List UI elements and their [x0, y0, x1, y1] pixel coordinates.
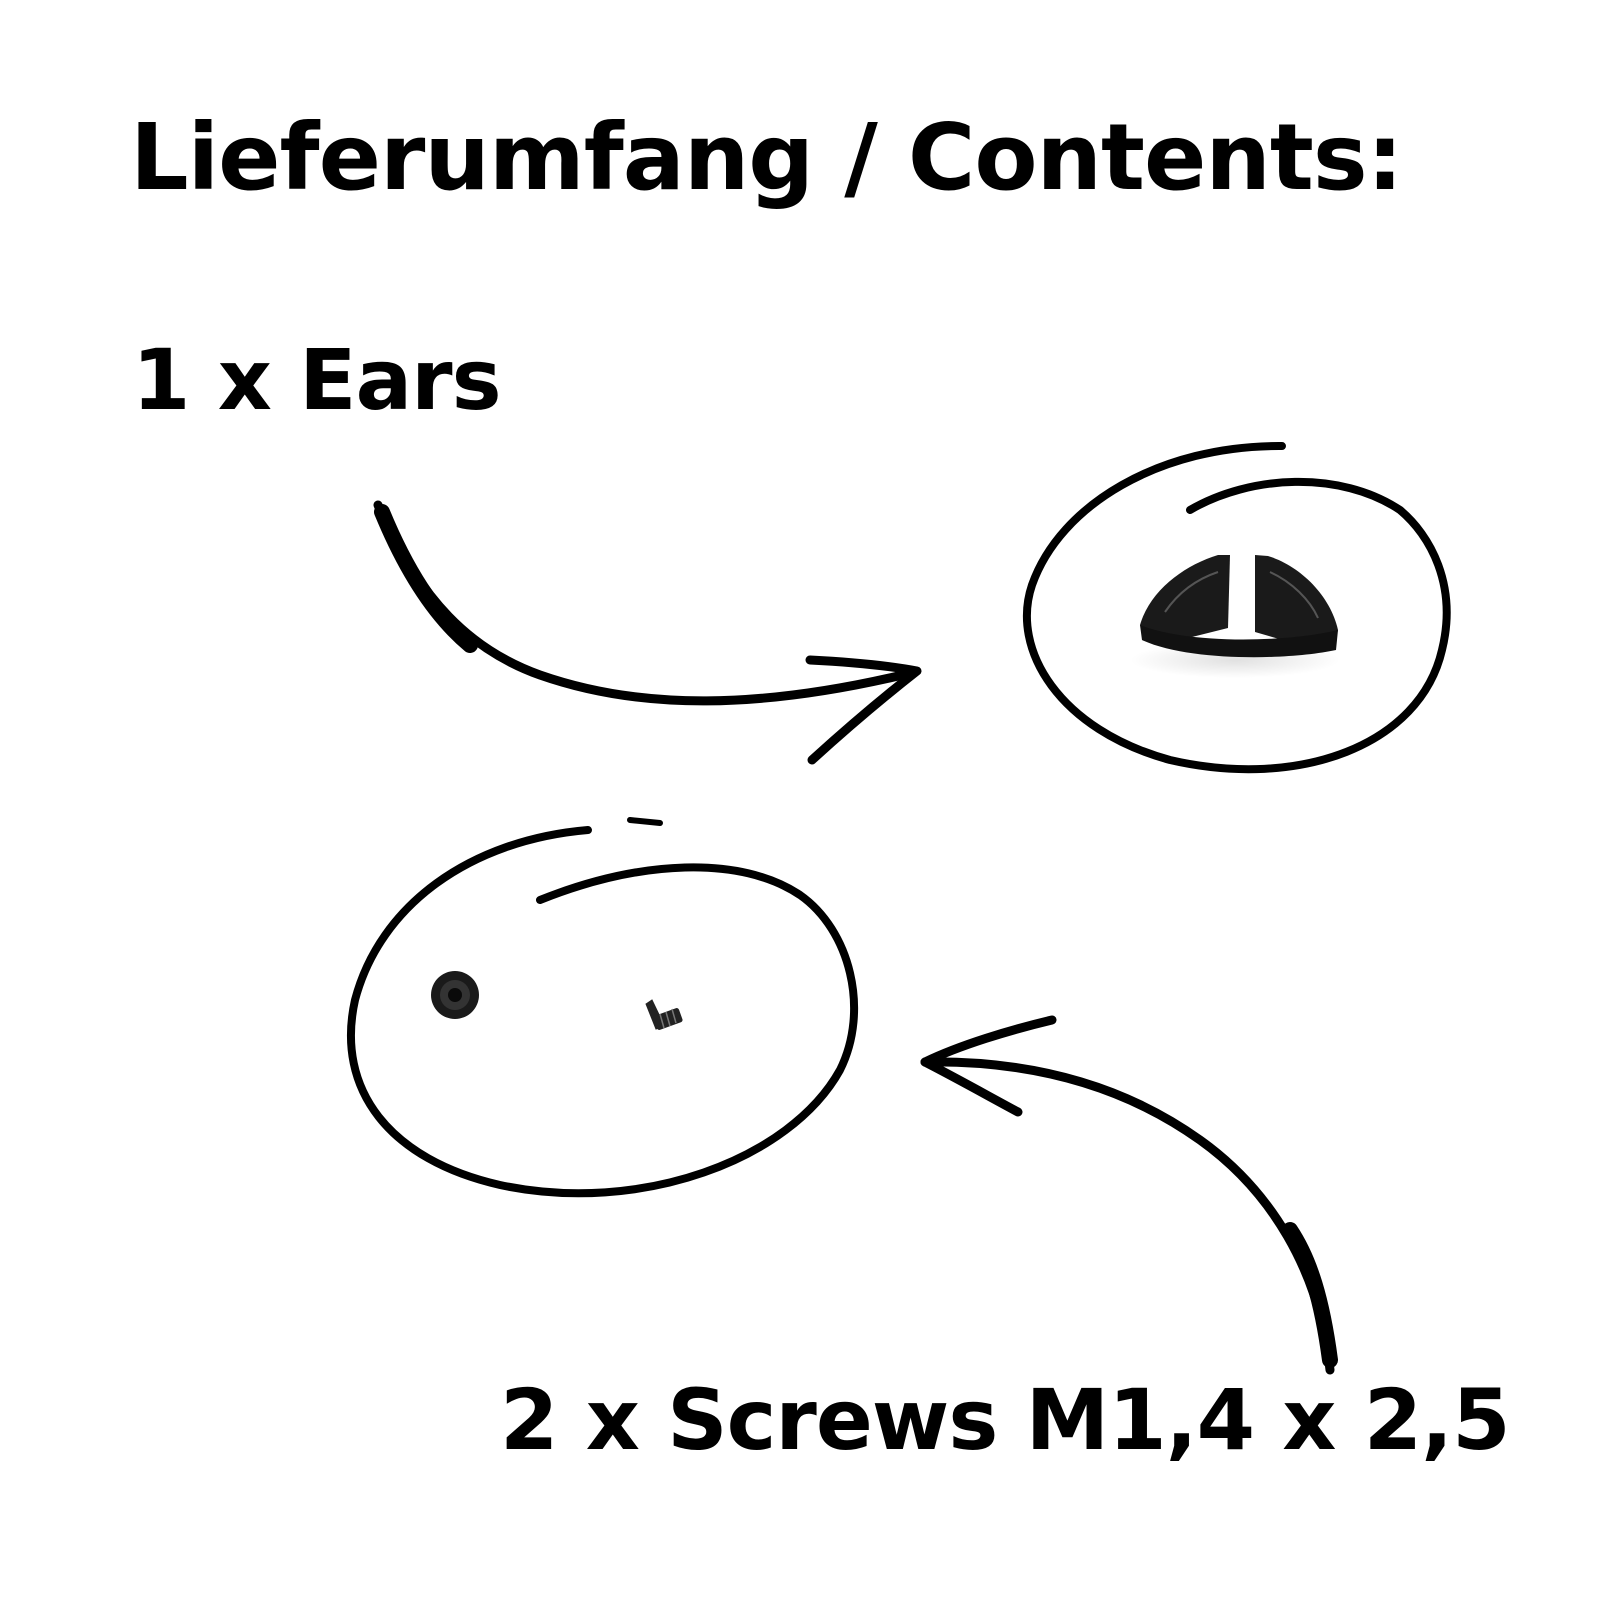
screws-circle-icon	[347, 817, 859, 1198]
contents-title: Lieferumfang / Contents:	[130, 104, 1403, 211]
arrow-to-screws-icon	[920, 1015, 1338, 1375]
ears-part-icon	[1130, 555, 1340, 678]
screw-side-icon	[645, 999, 683, 1030]
ears-circle-icon	[1023, 441, 1451, 774]
screw-head-icon	[431, 971, 479, 1019]
screws-label: 2 x Screws M1,4 x 2,5	[500, 1371, 1511, 1469]
arrow-to-ears-icon	[373, 500, 922, 765]
ears-label: 1 x Ears	[132, 331, 502, 429]
